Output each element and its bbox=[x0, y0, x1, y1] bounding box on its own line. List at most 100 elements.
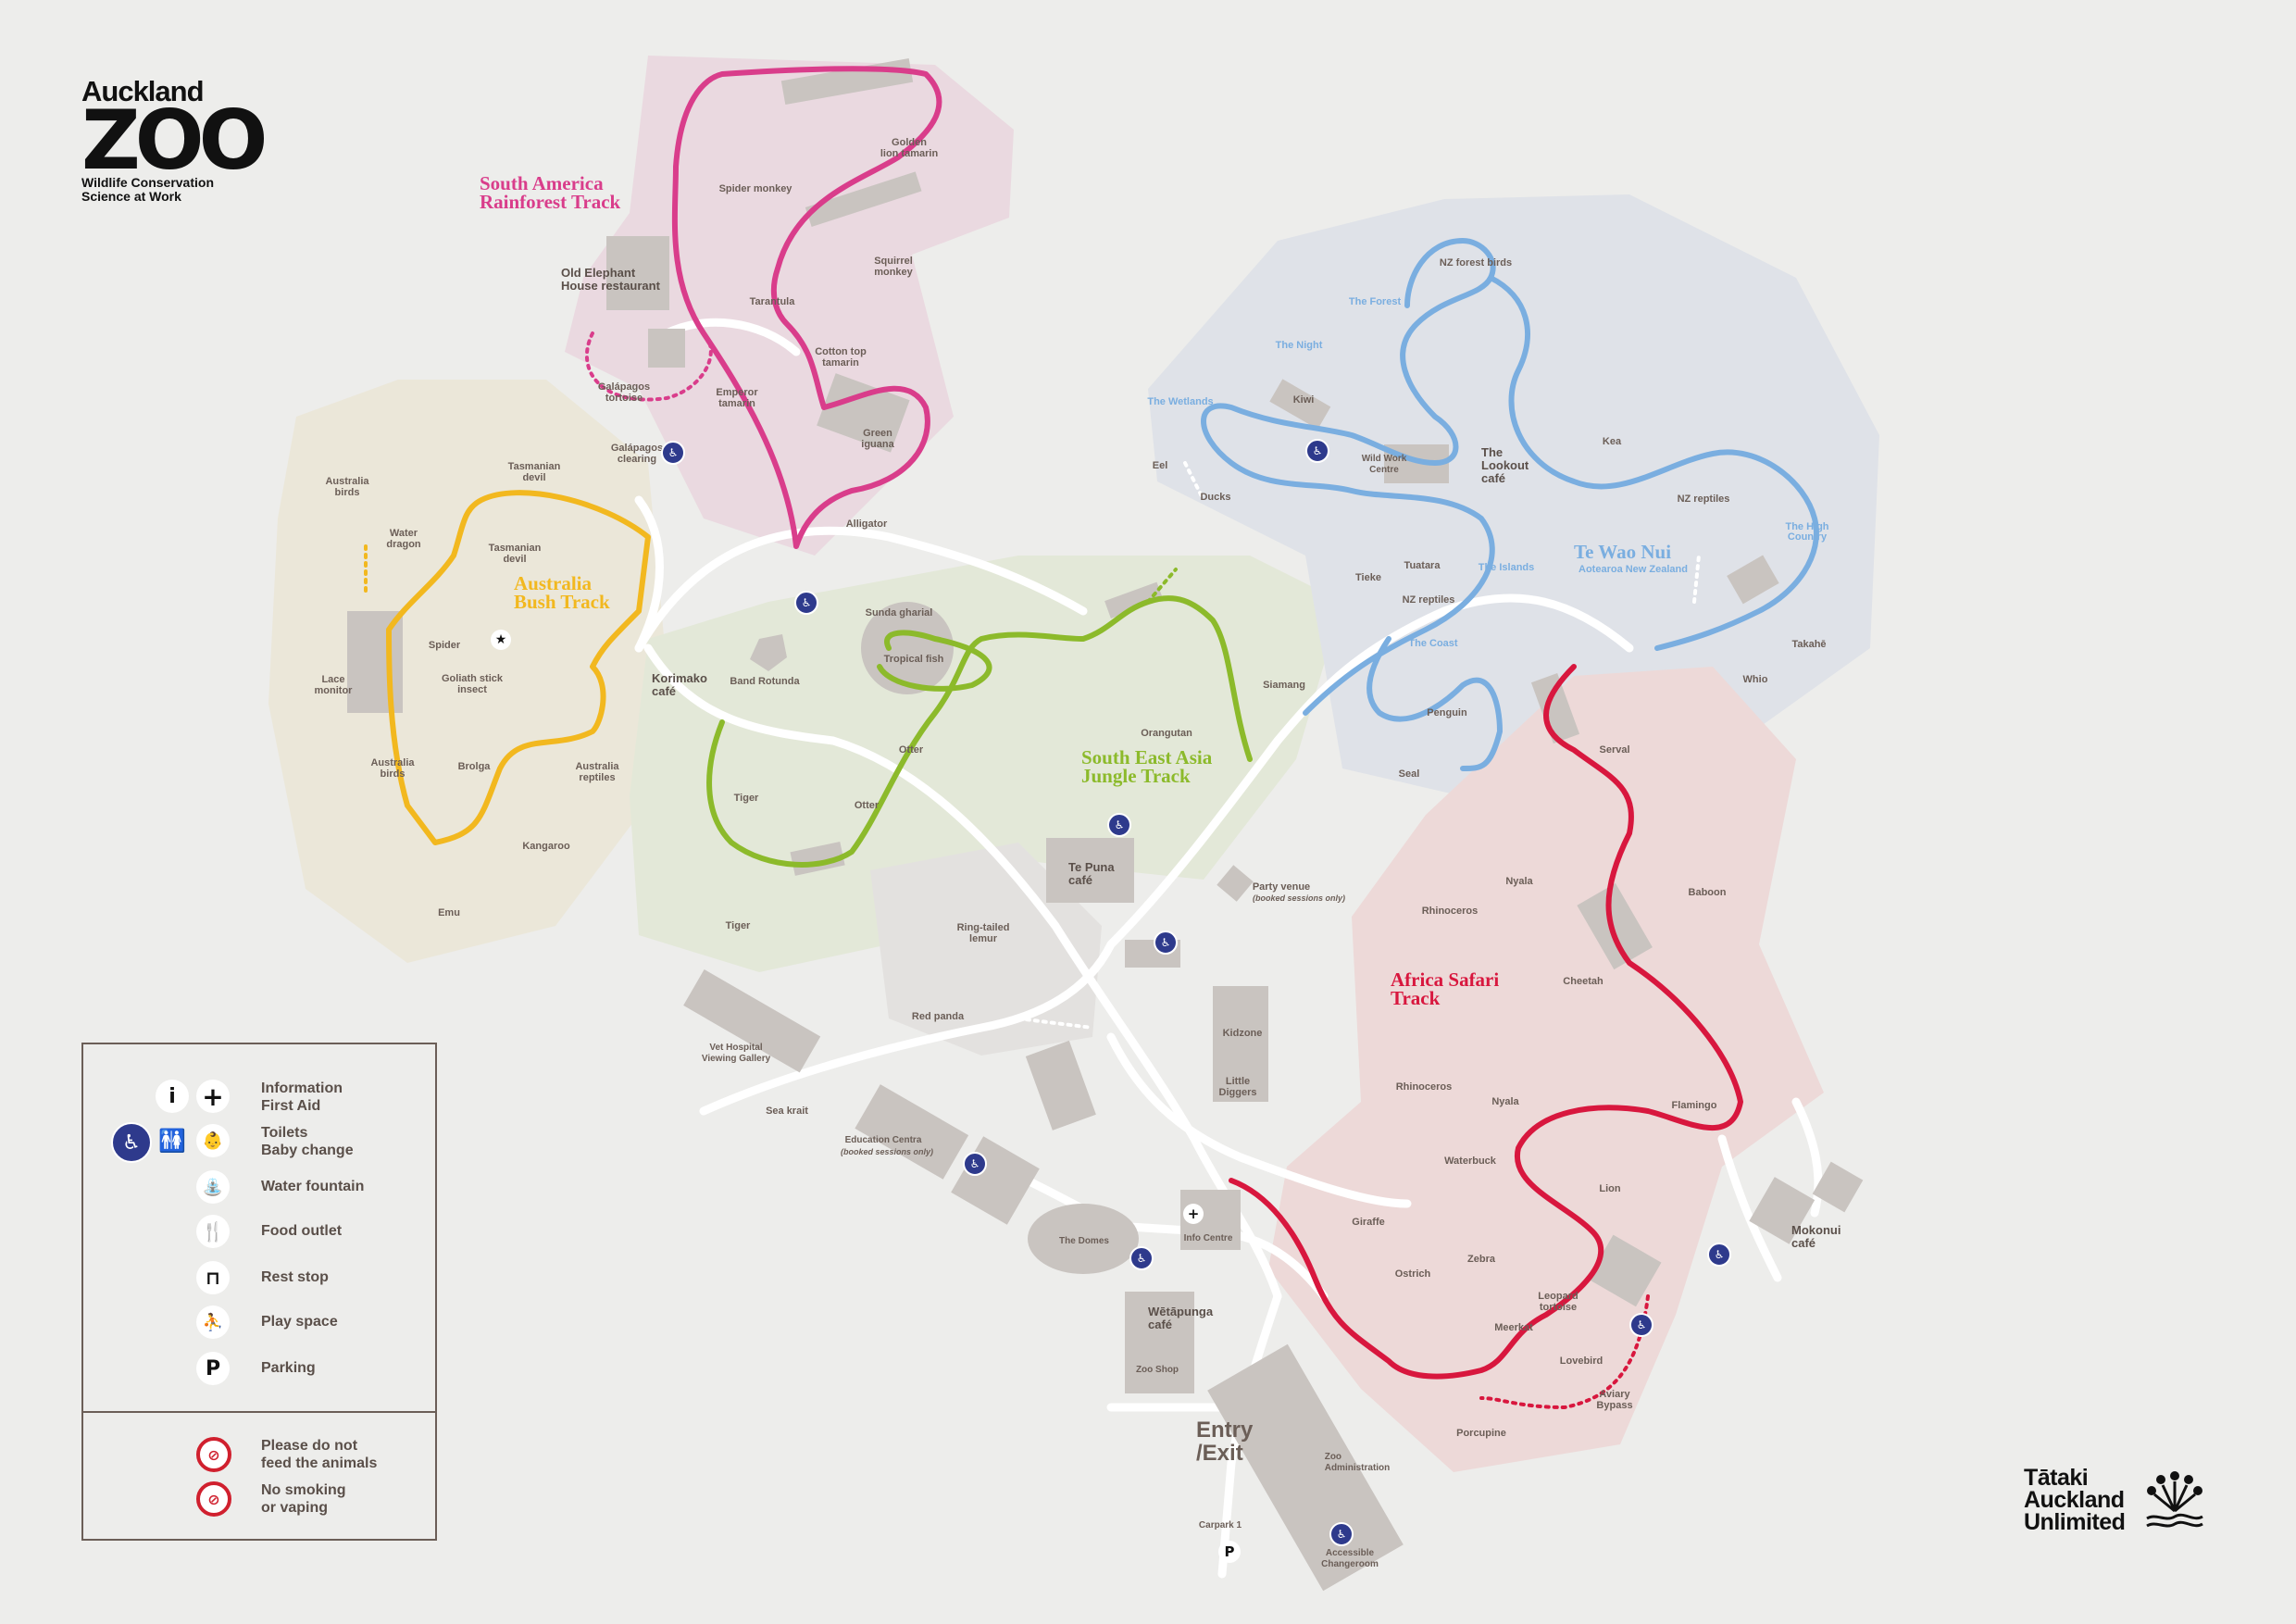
animal-nyala[interactable]: Nyala bbox=[1505, 876, 1533, 887]
venue-education-centre[interactable]: Education Centra bbox=[844, 1135, 922, 1145]
animal-whio[interactable]: Whio bbox=[1742, 674, 1768, 685]
accessible-toilet-icon[interactable]: ♿ bbox=[1129, 1246, 1154, 1270]
animal-brolga[interactable]: Brolga bbox=[457, 761, 491, 772]
first-aid-icon[interactable]: + bbox=[1183, 1204, 1204, 1224]
animal-seal[interactable]: Seal bbox=[1398, 768, 1420, 780]
animal-sea-krait[interactable]: Sea krait bbox=[766, 1106, 808, 1117]
animal-siamang[interactable]: Siamang bbox=[1263, 680, 1305, 691]
venue-party-venue[interactable]: Party venue bbox=[1252, 881, 1311, 893]
venue-te-puna-cafe[interactable]: Te Puna café bbox=[1068, 860, 1115, 887]
auckland-zoo-logo[interactable]: Auckland ZOO Wildlife Conservation Scien… bbox=[81, 77, 268, 204]
animal-baboon[interactable]: Baboon bbox=[1688, 887, 1727, 898]
venue-old-elephant-house[interactable]: Old Elephant House restaurant bbox=[561, 266, 660, 293]
animal-emu[interactable]: Emu bbox=[438, 907, 460, 918]
animal-tasmanian-devil[interactable]: Tasmanian devil bbox=[507, 461, 561, 483]
animal-meerkat[interactable]: Meerkat bbox=[1494, 1322, 1533, 1333]
animal-kangaroo[interactable]: Kangaroo bbox=[522, 841, 570, 852]
animal-orangutan[interactable]: Orangutan bbox=[1141, 728, 1192, 739]
animal-otter-2[interactable]: Otter bbox=[854, 800, 880, 811]
animal-zebra[interactable]: Zebra bbox=[1467, 1254, 1495, 1265]
venue-kidzone[interactable]: Kidzone bbox=[1222, 1028, 1263, 1039]
animal-ring-tailed-lemur[interactable]: Ring-tailed lemur bbox=[956, 922, 1010, 944]
animal-tiger-2[interactable]: Tiger bbox=[725, 920, 751, 931]
animal-tropical-fish[interactable]: Tropical fish bbox=[883, 654, 944, 665]
accessible-toilet-icon[interactable]: ♿ bbox=[1305, 439, 1329, 463]
venue-the-domes[interactable]: The Domes bbox=[1059, 1236, 1109, 1246]
animal-tieke[interactable]: Tieke bbox=[1355, 572, 1381, 583]
animal-golden-lion-tamarin[interactable]: Golden lion tamarin bbox=[880, 137, 939, 159]
animal-lace-monitor[interactable]: Lace monitor bbox=[314, 674, 353, 696]
animal-spider-monkey[interactable]: Spider monkey bbox=[718, 183, 792, 194]
venue-mokonui-cafe[interactable]: Mokonui café bbox=[1791, 1223, 1841, 1250]
animal-penguin[interactable]: Penguin bbox=[1427, 707, 1467, 718]
animal-kiwi[interactable]: Kiwi bbox=[1292, 394, 1315, 406]
venue-korimako-cafe[interactable]: Korimako café bbox=[652, 671, 707, 698]
animal-tasmanian-devil-2[interactable]: Tasmanian devil bbox=[488, 543, 542, 565]
venue-wild-work-centre[interactable]: Wild Work Centre bbox=[1361, 454, 1407, 475]
galapagos-clearing[interactable]: Galápagos clearing bbox=[610, 443, 664, 465]
animal-ostrich[interactable]: Ostrich bbox=[1394, 1268, 1431, 1280]
entry-exit-label[interactable]: Entry /Exit bbox=[1196, 1418, 1254, 1466]
animal-squirrel-monkey[interactable]: Squirrel monkey bbox=[874, 256, 913, 278]
venue-band-rotunda[interactable]: Band Rotunda bbox=[730, 676, 800, 687]
venue-wetapunga-cafe[interactable]: Wētāpunga café bbox=[1148, 1305, 1214, 1331]
venue-little-diggers[interactable]: Little Diggers bbox=[1218, 1076, 1257, 1098]
animal-eel[interactable]: Eel bbox=[1152, 460, 1168, 471]
animal-alligator[interactable]: Alligator bbox=[845, 518, 888, 530]
accessible-toilet-icon[interactable]: ♿ bbox=[1707, 1243, 1731, 1267]
animal-nz-forest-birds[interactable]: NZ forest birds bbox=[1439, 257, 1513, 269]
animal-australia-reptiles[interactable]: Australia reptiles bbox=[575, 761, 619, 783]
accessible-toilet-icon[interactable]: ♿ bbox=[1107, 813, 1131, 837]
animal-lion[interactable]: Lion bbox=[1599, 1183, 1621, 1194]
animal-goliath-stick-insect[interactable]: Goliath stick insect bbox=[441, 673, 504, 695]
animal-australia-birds-2[interactable]: Australia birds bbox=[370, 757, 415, 780]
animal-takahe[interactable]: Takahē bbox=[1791, 639, 1827, 650]
animal-giraffe[interactable]: Giraffe bbox=[1352, 1217, 1385, 1228]
animal-flamingo[interactable]: Flamingo bbox=[1671, 1100, 1717, 1111]
accessible-toilet-icon[interactable]: ♿ bbox=[1629, 1313, 1653, 1337]
legend-text-play-space: Play space bbox=[261, 1314, 338, 1330]
parking-icon[interactable]: P bbox=[1218, 1541, 1241, 1563]
animal-rhinoceros[interactable]: Rhinoceros bbox=[1421, 906, 1479, 917]
animal-australia-birds[interactable]: Australia birds bbox=[325, 476, 369, 498]
animal-otter[interactable]: Otter bbox=[898, 744, 924, 756]
animal-tuatara[interactable]: Tuatara bbox=[1404, 560, 1441, 571]
animal-galapagos-tortoise[interactable]: Galápagos tortoise bbox=[597, 381, 651, 404]
venue-accessible-changeroom[interactable]: Accessible Changeroom bbox=[1321, 1548, 1379, 1569]
animal-emperor-tamarin[interactable]: Emperor tamarin bbox=[716, 387, 758, 409]
accessible-changeroom-icon[interactable]: ♿ bbox=[1329, 1522, 1354, 1546]
animal-ducks[interactable]: Ducks bbox=[1200, 492, 1231, 503]
venue-zoo-shop[interactable]: Zoo Shop bbox=[1135, 1365, 1179, 1375]
animal-cheetah[interactable]: Cheetah bbox=[1563, 976, 1603, 987]
animal-leopard-tortoise[interactable]: Leopard tortoise bbox=[1538, 1291, 1578, 1313]
venue-carpark-1[interactable]: Carpark 1 bbox=[1198, 1520, 1242, 1530]
venue-lookout-cafe[interactable]: The Lookout café bbox=[1481, 445, 1529, 485]
animal-green-iguana[interactable]: Green iguana bbox=[861, 428, 894, 450]
aviary-bypass[interactable]: Aviary Bypass bbox=[1596, 1389, 1633, 1411]
animal-waterbuck[interactable]: Waterbuck bbox=[1444, 1156, 1496, 1167]
animal-lovebird[interactable]: Lovebird bbox=[1559, 1355, 1603, 1367]
animal-tiger[interactable]: Tiger bbox=[733, 793, 759, 804]
venue-zoo-administration[interactable]: Zoo Administration bbox=[1324, 1452, 1391, 1473]
animal-serval[interactable]: Serval bbox=[1599, 744, 1630, 756]
animal-rhinoceros-2[interactable]: Rhinoceros bbox=[1395, 1081, 1453, 1093]
venue-info-centre[interactable]: Info Centre bbox=[1183, 1233, 1233, 1243]
animal-porcupine[interactable]: Porcupine bbox=[1456, 1428, 1506, 1439]
accessible-toilet-icon[interactable]: ♿ bbox=[794, 591, 818, 615]
animal-water-dragon[interactable]: Water dragon bbox=[386, 528, 421, 550]
animal-kea[interactable]: Kea bbox=[1602, 436, 1622, 447]
animal-cotton-top-tamarin[interactable]: Cotton top tamarin bbox=[815, 346, 867, 369]
accessible-toilet-icon[interactable]: ♿ bbox=[963, 1152, 987, 1176]
animal-nz-reptiles[interactable]: NZ reptiles bbox=[1677, 493, 1730, 505]
legend-text-no-smoking: No smoking or vaping bbox=[261, 1482, 346, 1516]
tataki-auckland-unlimited-logo[interactable]: Tātaki Auckland Unlimited bbox=[2024, 1467, 2203, 1534]
accessible-toilet-icon[interactable]: ♿ bbox=[661, 441, 685, 465]
animal-sunda-gharial[interactable]: Sunda gharial bbox=[865, 607, 933, 618]
animal-spider[interactable]: Spider bbox=[428, 640, 461, 651]
animal-nyala-2[interactable]: Nyala bbox=[1491, 1096, 1519, 1107]
animal-tarantula[interactable]: Tarantula bbox=[749, 296, 795, 307]
venue-vet-hospital[interactable]: Vet Hospital Viewing Gallery bbox=[701, 1043, 771, 1064]
animal-nz-reptiles-2[interactable]: NZ reptiles bbox=[1402, 594, 1455, 606]
animal-red-panda[interactable]: Red panda bbox=[911, 1011, 965, 1022]
accessible-toilet-icon[interactable]: ♿ bbox=[1154, 931, 1178, 955]
